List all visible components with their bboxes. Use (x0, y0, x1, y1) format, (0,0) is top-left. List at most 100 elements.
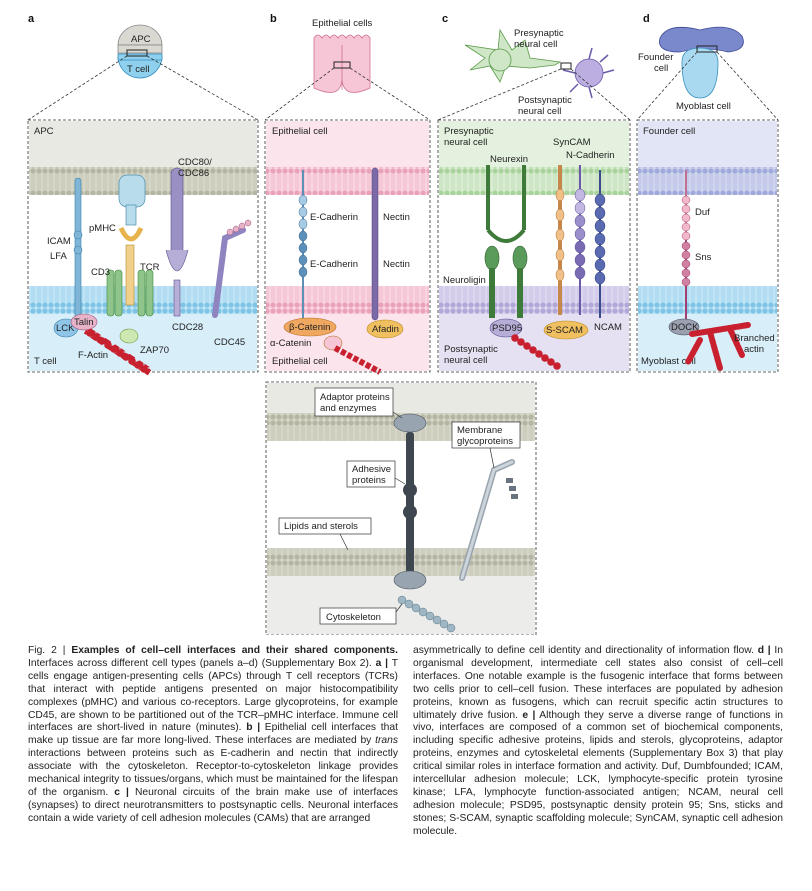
alpha-catenin-label: α-Catenin (270, 338, 311, 349)
neuroligin-protein (484, 245, 528, 318)
top-apc-label: APC (131, 34, 151, 45)
apc-cell-icon (117, 24, 163, 46)
neuronal-actin (511, 334, 561, 370)
caption-a-text: T cells engage antigen-presenting cells … (28, 657, 399, 734)
caption-b-text-2: interactions between proteins such as E-… (28, 748, 398, 798)
panel-d-box-bottom: Myoblast cell (641, 356, 696, 367)
nectin-label-1: Nectin (383, 212, 410, 223)
caption-d-tag: d | (757, 645, 771, 656)
lfa-label: LFA (50, 251, 68, 262)
cdc45-protein (212, 227, 246, 318)
caption-a-tag: a | (375, 657, 389, 669)
caption-c-tag: c | (114, 786, 129, 798)
neuroligin-label: Neuroligin (443, 275, 486, 286)
dock-label: DOCK (671, 322, 699, 333)
cdc28-label: CDC28 (172, 322, 203, 333)
tcr-label: TCR (140, 262, 160, 273)
psd95-label: PSD95 (492, 323, 522, 334)
caption-e-tag: e | (522, 709, 536, 721)
lck-label: LCK (56, 323, 75, 334)
beta-catenin-label: β-Catenin (289, 322, 330, 333)
adhesive-callout: Adhesive proteins (346, 460, 406, 488)
sns-protein (681, 240, 691, 320)
caption-d-text: In organismal development, intermediate … (413, 645, 783, 721)
top-epithelial-label: Epithelial cells (312, 18, 372, 29)
caption-intro: Interfaces across different cell types (… (28, 657, 372, 669)
adaptor-callout: Adaptor proteins and enzymes (314, 387, 403, 419)
top-presynaptic-label-1: Presynaptic (514, 28, 564, 39)
panel-c-box-bottom-2: neural cell (444, 355, 487, 366)
panel-b-box-title: Epithelial cell (272, 126, 327, 137)
panel-e: e Adaptor proteins and enzymes (265, 381, 537, 635)
top-presynaptic-label-2: neural cell (514, 39, 557, 50)
cytoskeleton-filament (397, 595, 456, 633)
cd3-label: CD3 (91, 267, 110, 278)
caption-b-tag: b | (246, 722, 261, 734)
figure: a APC T cell APC T cell ICAM LFA LCK Tal… (27, 13, 779, 635)
e-cadherin-protein (298, 170, 308, 320)
caption-e-text: Although they serve a diverse range of f… (413, 709, 783, 837)
afadin-label: Afadin (372, 324, 399, 335)
top-tcell-label: T cell (127, 64, 150, 75)
caption-c-text: Neuronal circuits of the brain make use … (28, 786, 398, 824)
top-postsynaptic-label-1: Postsynaptic (518, 95, 572, 106)
syncam-label: SynCAM (553, 137, 591, 148)
e-cadherin-label-1: E-Cadherin (310, 212, 358, 223)
founder-cell-icon (659, 26, 744, 53)
duf-protein (681, 170, 691, 241)
adaptor-label-2: and enzymes (320, 403, 377, 414)
cytoskeleton-label: Cytoskeleton (326, 612, 381, 623)
panel-c-box-title-2: neural cell (444, 137, 487, 148)
panel-a-box-title: APC (34, 126, 54, 137)
panel-c-box-bottom-1: Postsynaptic (444, 344, 498, 355)
nectin-label-2: Nectin (383, 259, 410, 270)
panel-a: a APC T cell APC T cell ICAM LFA LCK Tal… (27, 13, 259, 376)
cdc86-label: CDC86 (178, 168, 209, 179)
panel-a-letter: a (28, 13, 35, 25)
panel-a-box-bottom: T cell (34, 356, 57, 367)
nectin-protein (371, 167, 379, 321)
icam-label: ICAM (47, 236, 71, 247)
top-postsynaptic-label-2: neural cell (518, 106, 561, 117)
cdc80-label: CDC80/ (178, 157, 212, 168)
top-founder-label-2: cell (654, 63, 668, 74)
lipids-label: Lipids and sterols (284, 521, 358, 532)
talin-protein (70, 313, 98, 331)
beta-catenin-protein (283, 317, 337, 337)
adhesive-label-2: proteins (352, 475, 386, 486)
cdc80-protein (170, 167, 184, 259)
panel-d-letter: d (643, 13, 650, 25)
cdc45-label: CDC45 (214, 337, 245, 348)
cd3-complex (106, 269, 154, 317)
s-scam-protein (543, 320, 589, 340)
top-founder-label-1: Founder (638, 52, 673, 63)
dock-protein (668, 318, 700, 336)
branched-actin-label-2: actin (744, 344, 764, 355)
caption-column-1: Fig. 2 | Examples of cell–cell interface… (28, 645, 398, 826)
panel-c-letter: c (442, 13, 448, 25)
f-actin-label: F-Actin (78, 350, 108, 361)
epithelial-actin (333, 345, 382, 375)
branched-actin (685, 322, 751, 371)
caption-fig-label: Fig. 2 | (28, 645, 66, 656)
ncam-label: NCAM (594, 322, 622, 333)
pmhc-protein (118, 174, 146, 208)
cdc28-protein (165, 249, 189, 272)
n-cadherin-label: N-Cadherin (566, 150, 615, 161)
panel-d: d Founder cell Myoblast cell Founder cel… (636, 13, 779, 373)
ncam-protein (594, 170, 606, 318)
panel-c-box-title-1: Presynaptic (444, 126, 494, 137)
tcell-icon (117, 55, 163, 79)
postsynaptic-neuron-icon (562, 47, 615, 99)
s-scam-label: S-SCAM (546, 325, 583, 336)
talin-label: Talin (74, 317, 94, 328)
zap70-protein (119, 328, 139, 344)
branched-actin-label-1: Branched (734, 333, 775, 344)
top-myoblast-label: Myoblast cell (676, 101, 731, 112)
zap70-label: ZAP70 (140, 345, 169, 356)
tcr-protein (118, 226, 144, 242)
cytoskeleton-callout: Cytoskeleton (319, 603, 403, 625)
panel-b-letter: b (270, 13, 277, 25)
f-actin-beads (86, 329, 148, 373)
presynaptic-neuron-icon (464, 28, 562, 83)
